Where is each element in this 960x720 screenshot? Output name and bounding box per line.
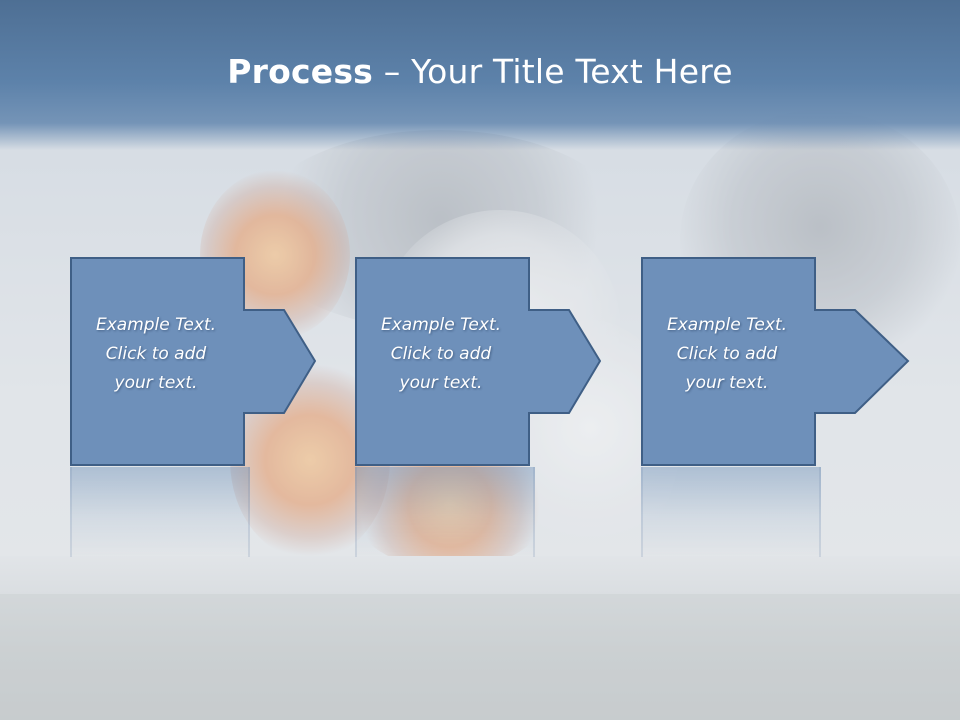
step-text-line: Example Text. [380, 315, 502, 335]
step-text-line: your text. [114, 373, 198, 393]
step-text[interactable]: Example Text. Click to add your text. [355, 311, 527, 398]
step-text-line: Click to add [676, 344, 778, 364]
process-step-1[interactable]: Example Text. Click to add your text. [70, 257, 316, 557]
title-bar [0, 0, 960, 150]
process-step-2[interactable]: Example Text. Click to add your text. [355, 257, 601, 557]
step-reflection [70, 467, 250, 557]
step-reflection [641, 467, 821, 557]
step-text-line: Click to add [390, 344, 492, 364]
step-arrow-shape [355, 257, 601, 466]
step-text[interactable]: Example Text. Click to add your text. [641, 311, 813, 398]
title-bold: Process [227, 52, 374, 91]
process-step-3[interactable]: Example Text. Click to add your text. [641, 257, 910, 557]
step-text-line: Example Text. [95, 315, 217, 335]
slide-title[interactable]: Process – Your Title Text Here [0, 52, 960, 91]
step-reflection [355, 467, 535, 557]
title-rest: – Your Title Text Here [373, 52, 733, 91]
step-arrow-shape [70, 257, 316, 466]
step-arrow-shape [641, 257, 910, 466]
background-runway [0, 556, 960, 594]
step-text[interactable]: Example Text. Click to add your text. [70, 311, 242, 398]
step-text-line: your text. [399, 373, 483, 393]
step-text-line: your text. [685, 373, 769, 393]
step-text-line: Example Text. [666, 315, 788, 335]
step-text-line: Click to add [105, 344, 207, 364]
